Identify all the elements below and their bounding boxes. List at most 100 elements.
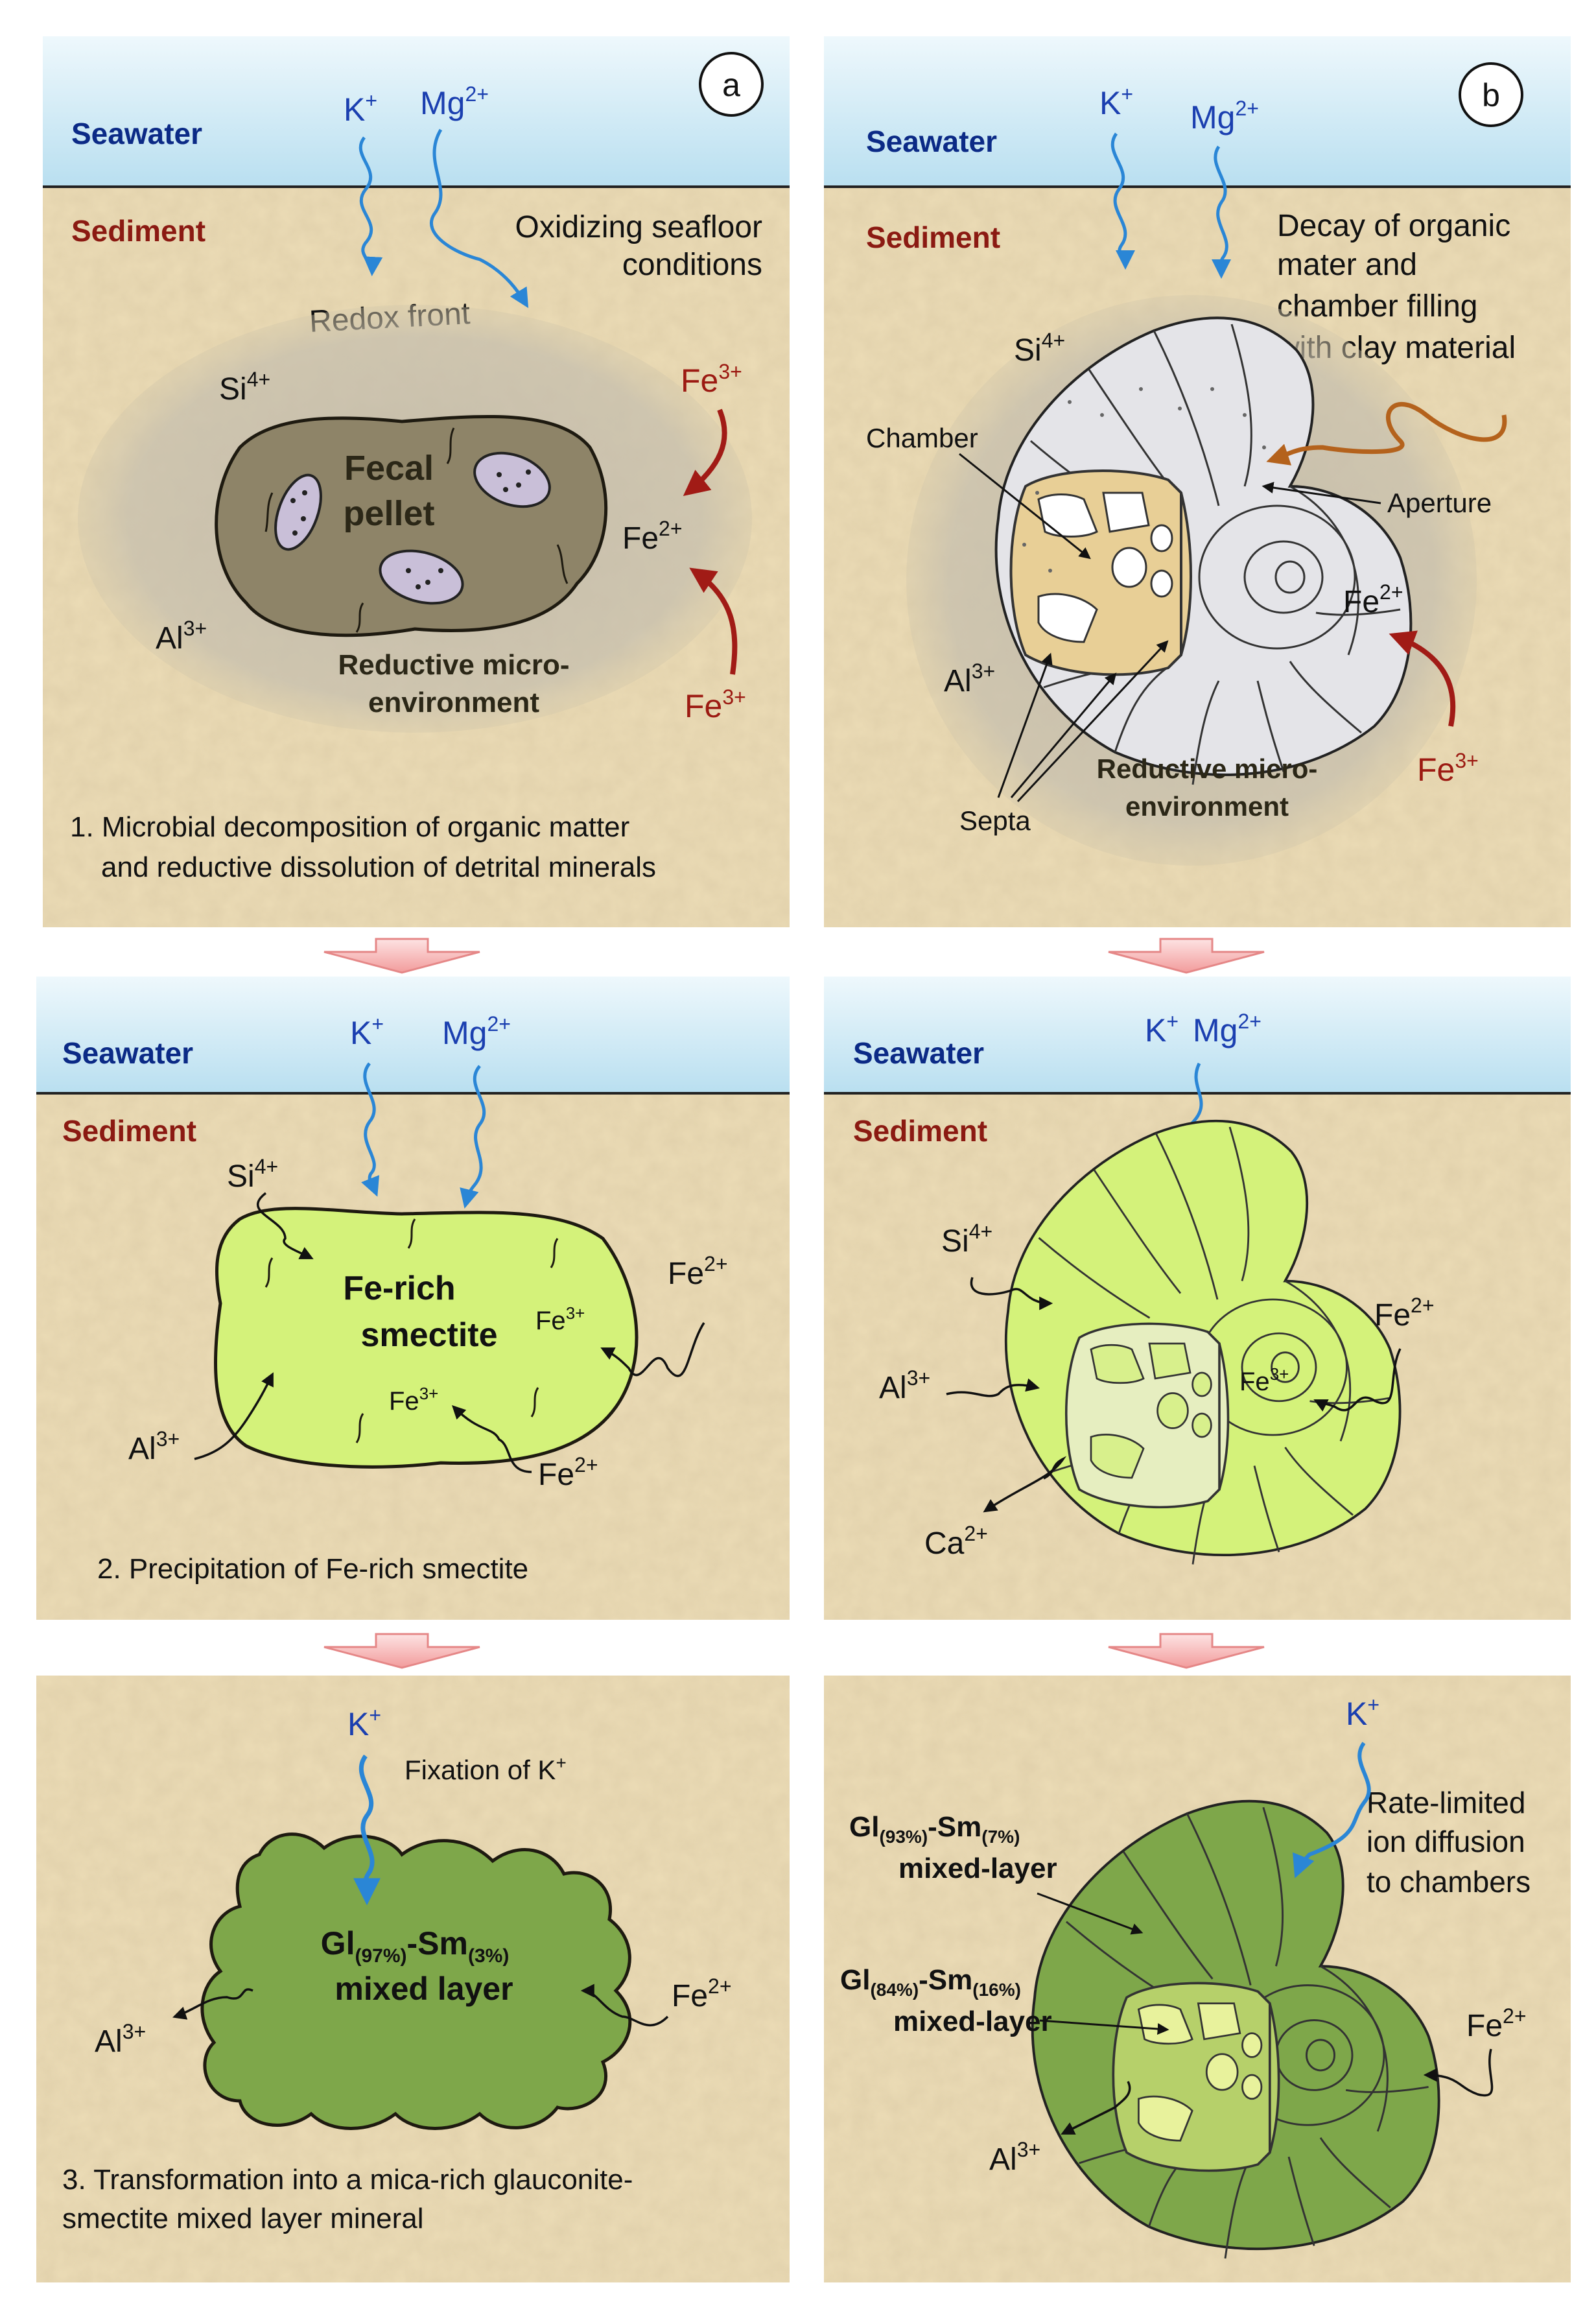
decay-line1: Decay of organic	[1277, 209, 1510, 243]
panel-b1: b Seawater Sediment K+ Mg2+ Decay of org…	[866, 62, 1523, 866]
aperture-pointer	[1262, 482, 1381, 504]
inner-composition: Gl(84%)-Sm(16%)	[840, 1964, 1021, 2000]
glauconite-grain	[200, 1832, 632, 2130]
fe2-influx-arrow	[1313, 1348, 1402, 1412]
septa-pointer-1	[997, 652, 1053, 798]
al-ion-label: Al3+	[879, 1366, 930, 1405]
al-efflux-arrow	[172, 1988, 253, 2020]
caption-step3-line1: 3. Transformation into a mica-rich glauc…	[62, 2164, 633, 2196]
si-influx-arrow	[256, 1192, 314, 1259]
sediment-label: Sediment	[853, 1114, 987, 1148]
inner-mixed-label: mixed-layer	[893, 2006, 1052, 2037]
al-ion-label: Al3+	[95, 2020, 146, 2059]
oxidizing-line2: conditions	[622, 248, 762, 282]
glauconite-composition: Gl(97%)-Sm(3%)	[321, 1925, 510, 1967]
panel-a2: Seawater Sediment K+ Mg2+ Fe-rich smecti…	[62, 1012, 728, 1585]
k-ion-label: K+	[347, 1703, 381, 1742]
rate-line1: Rate-limited	[1367, 1786, 1525, 1819]
outer-mixed-label: mixed-layer	[898, 1853, 1057, 1884]
mg-wave-arrow	[429, 128, 529, 309]
glauconite-mixed-label: mixed layer	[334, 1971, 513, 2007]
glauconite-chambers	[1112, 1982, 1280, 2172]
outer-composition: Gl(93%)-Sm(7%)	[849, 1811, 1020, 1847]
si-ion-label: Si4+	[219, 368, 270, 407]
panel-b2: Seawater Sediment K+ Mg2+ Si4+ Al3+ Ca2+…	[853, 1010, 1435, 1566]
smectite-grain	[213, 1207, 639, 1469]
seawater-label: Seawater	[62, 1036, 193, 1070]
sediment-label: Sediment	[71, 214, 205, 248]
mg-ion-label: Mg2+	[420, 82, 489, 121]
al-ion-label: Al3+	[944, 659, 995, 698]
k-ion-label: K+	[1346, 1693, 1379, 1732]
fe-arrow-top	[683, 409, 727, 496]
fe3-internal-label-2: Fe3+	[389, 1384, 438, 1416]
fe2-influx-arrow	[580, 1984, 669, 2026]
sediment-label: Sediment	[866, 220, 1000, 254]
transition-arrows	[323, 938, 1265, 1669]
k-wave-arrow	[1110, 132, 1135, 270]
si-ion-label: Si4+	[1014, 329, 1065, 368]
septa-pointer-2	[1010, 672, 1117, 798]
inner-pointer	[1039, 2019, 1169, 2035]
al-ion-label: Al3+	[156, 617, 207, 656]
reductive-label-1: Reductive micro-	[338, 649, 570, 681]
septa-pointer-3	[1016, 640, 1169, 803]
mg-wave-arrow	[1211, 145, 1231, 279]
fe2-ion-bottom-label: Fe2+	[538, 1453, 598, 1492]
ca-efflux-arrow	[983, 1456, 1067, 1513]
k-ion-label: K+	[1145, 1010, 1179, 1049]
panel-letter-b-badge	[1459, 62, 1523, 127]
clay-infill-arrow	[1266, 401, 1507, 466]
clay-filled-chambers	[1009, 469, 1192, 676]
panel-letter-a: a	[722, 67, 740, 103]
rate-line3: to chambers	[1367, 1865, 1531, 1899]
k-ion-label: K+	[1099, 82, 1133, 121]
caption-step2: 2. Precipitation of Fe-rich smectite	[97, 1553, 528, 1585]
caption-step3-line2: smectite mixed layer mineral	[62, 2203, 424, 2234]
fe2-influx-arrow-right	[600, 1322, 705, 1377]
mg-ion-label: Mg2+	[1190, 97, 1259, 136]
panel-letter-b: b	[1482, 77, 1500, 113]
fe3-internal-label-1: Fe3+	[535, 1303, 585, 1335]
fecal-pellet-label-2: pellet	[343, 494, 434, 533]
microbe-1	[274, 473, 322, 551]
seawater-label: Seawater	[71, 117, 202, 150]
chamber-label: Chamber	[866, 423, 978, 453]
caption-step1-line2: and reductive dissolution of detrital mi…	[101, 851, 656, 883]
al-influx-arrow	[946, 1378, 1040, 1397]
al-efflux-arrow	[1061, 2081, 1131, 2135]
fe2-influx-arrow-bottom	[452, 1405, 532, 1473]
reductive-label-2: environment	[1125, 791, 1289, 822]
panel-a3: K+ Fixation of K+ Gl(97%)-Sm(3%) mixed l…	[62, 1703, 732, 2234]
mg-wave-arrow	[460, 1065, 486, 1209]
microbe-3	[379, 549, 464, 605]
chamber-pointer	[959, 453, 1091, 560]
outer-pointer	[1037, 1892, 1144, 1935]
si-ion-label: Si4+	[941, 1220, 992, 1259]
fe2-ion-label: Fe2+	[622, 517, 683, 556]
sediment-label: Sediment	[62, 1114, 196, 1148]
panel-b3: K+ Rate-limited ion diffusion to chamber…	[840, 1693, 1531, 2260]
reductive-label-1: Reductive micro-	[1097, 753, 1318, 784]
fe2-ion-right-label: Fe2+	[668, 1252, 728, 1291]
rate-line2: ion diffusion	[1367, 1825, 1525, 1858]
caption-step1-line1: 1. Microbial decomposition of organic ma…	[70, 811, 629, 843]
fe2-ion-label: Fe2+	[1374, 1294, 1435, 1333]
septa-label: Septa	[959, 805, 1031, 836]
seawater-label: Seawater	[866, 124, 997, 158]
smectite-chambers	[1064, 1322, 1230, 1509]
k-fixation-arrow	[353, 1754, 381, 1906]
si-ion-label: Si4+	[227, 1155, 278, 1194]
fe-arrow-bottom	[689, 567, 738, 675]
reductive-label-2: environment	[368, 687, 539, 718]
si-influx-arrow	[970, 1277, 1053, 1310]
k-wave-arrow	[358, 136, 383, 276]
panel-a1: a Seawater Sediment K+ Mg2+ Oxidizing se…	[70, 52, 764, 883]
fe3-ion-top-label: Fe3+	[681, 360, 742, 399]
oxidizing-line1: Oxidizing seafloor	[515, 210, 762, 244]
fe-arrow	[1389, 630, 1456, 727]
decay-line3: chamber filling	[1277, 289, 1477, 324]
k-ion-label: K+	[350, 1012, 384, 1051]
k-wave-arrow	[1292, 1742, 1371, 1878]
